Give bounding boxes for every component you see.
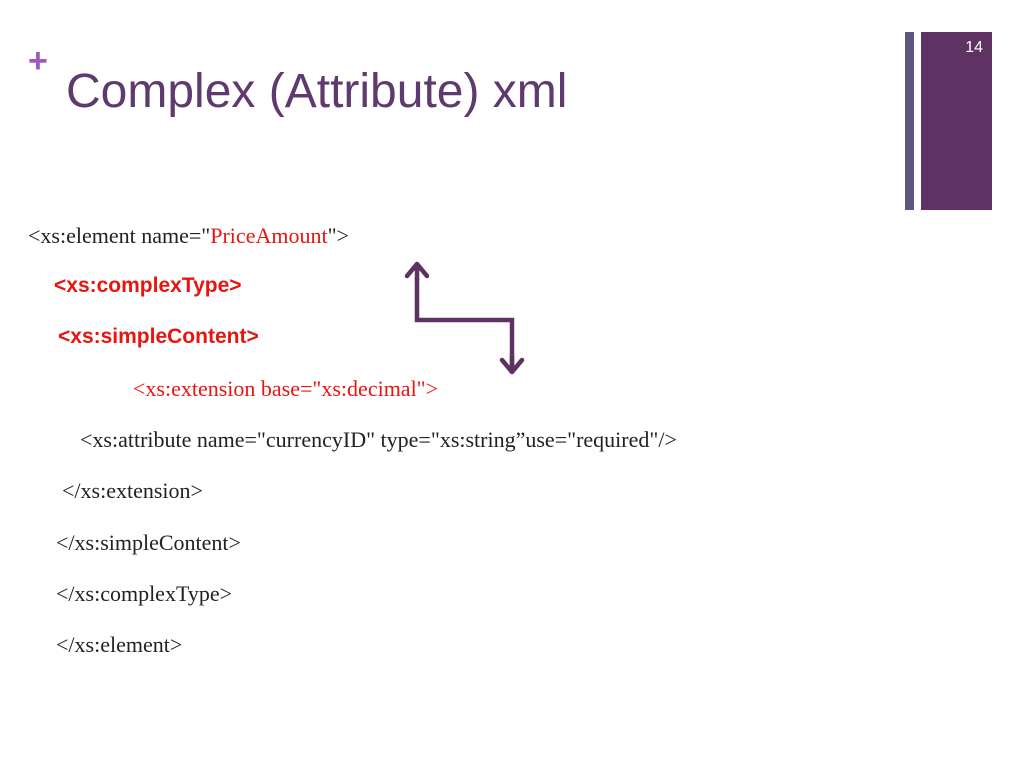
code-text: <xs:element name=" [28,223,211,248]
plus-mark-icon: + [28,42,48,80]
decorative-side-bar [905,32,914,210]
code-line-extension-open: <xs:extension base="xs:decimal"> [133,376,439,401]
connector-arrow-icon [404,261,525,375]
code-line-attribute: <xs:attribute name="currencyID" type="xs… [80,427,677,452]
code-line-extension-close: </xs:extension> [62,478,203,503]
code-line-simplecontent-close: </xs:simpleContent> [56,530,241,555]
code-text: "> [327,223,349,248]
code-line-complextype-open: <xs:complexType> [54,274,242,297]
code-line-element-close: </xs:element> [56,632,183,657]
page-number: 14 [965,39,983,56]
price-amount-highlight: PriceAmount [210,223,328,248]
code-line-simplecontent-open: <xs:simpleContent> [58,325,259,348]
decorative-side-block [921,32,992,210]
code-line-element-open: <xs:element name="PriceAmount"> [28,223,349,249]
slide-title: Complex (Attribute) xml [66,65,568,118]
connector-arrow-path [414,278,515,366]
code-line-complextype-close: </xs:complexType> [56,581,233,606]
